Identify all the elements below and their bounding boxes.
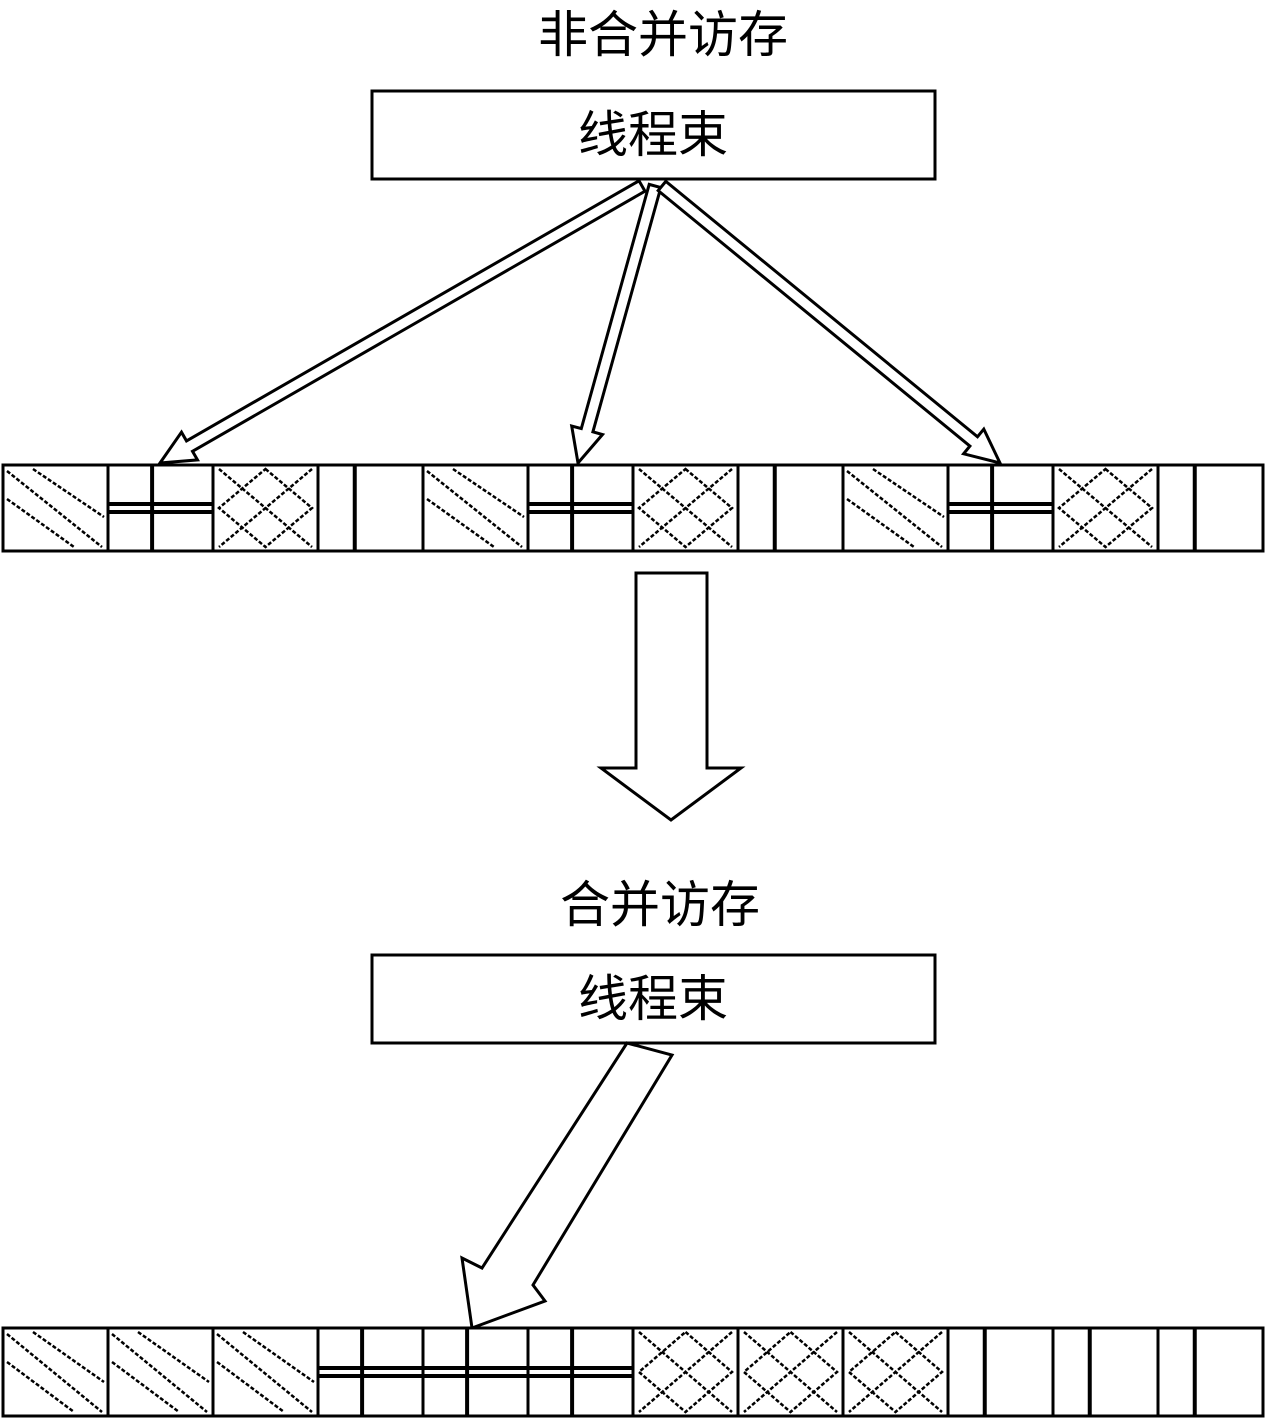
uncoalesced-segment-vbar: [736, 463, 845, 553]
uncoalesced-segment-diag: [841, 463, 950, 553]
uncoalesced-segment-cross: [106, 463, 215, 553]
uncoalesced-segment-vbar: [1156, 463, 1265, 553]
uncoalesced-warp-box: [370, 89, 937, 181]
coalesced-segment-xdiamond: [841, 1326, 950, 1418]
coalesced-segment-cross: [421, 1326, 530, 1418]
down-arrow-icon: [596, 571, 746, 822]
coalesced-segment-diag: [211, 1326, 320, 1418]
uncoalesced-segment-vbar: [316, 463, 425, 553]
uncoalesced-memory-strip: [1, 463, 1265, 553]
coalesced-segment-diag: [106, 1326, 215, 1418]
uncoalesced-title: 非合并访存: [538, 6, 788, 64]
coalesced-title: 合并访存: [560, 876, 760, 934]
coalesced-memory-strip: [1, 1326, 1265, 1418]
coalesced-segment-xdiamond: [631, 1326, 740, 1418]
uncoalesced-segment-xdiamond: [211, 463, 320, 553]
uncoalesced-warp-label: 线程束: [578, 106, 728, 164]
uncoalesced-segment-xdiamond: [1051, 463, 1160, 553]
uncoalesced-segment-diag: [421, 463, 530, 553]
coalesced-segment-cross: [316, 1326, 425, 1418]
coalesced-warp-label: 线程束: [578, 970, 728, 1028]
coalesced-segment-diag: [1, 1326, 110, 1418]
coalesced-arrow: [460, 1041, 675, 1331]
coalesced-segment-vbar: [946, 1326, 1055, 1418]
coalesced-segment-vbar: [1051, 1326, 1160, 1418]
uncoalesced-segment-cross: [526, 463, 635, 553]
coalesced-segment-vbar: [1156, 1326, 1265, 1418]
uncoalesced-segment-diag: [1, 463, 110, 553]
uncoalesced-segment-xdiamond: [631, 463, 740, 553]
coalesced-segment-xdiamond: [736, 1326, 845, 1418]
coalesced-segment-cross: [526, 1326, 635, 1418]
uncoalesced-arrow-left: [156, 178, 648, 465]
uncoalesced-segment-cross: [946, 463, 1055, 553]
coalesced-warp-box: [370, 953, 937, 1045]
uncoalesced-arrow-middle: [569, 182, 663, 467]
uncoalesced-arrow-right: [656, 179, 1003, 466]
uncoalesced-arrows: [156, 178, 1003, 467]
